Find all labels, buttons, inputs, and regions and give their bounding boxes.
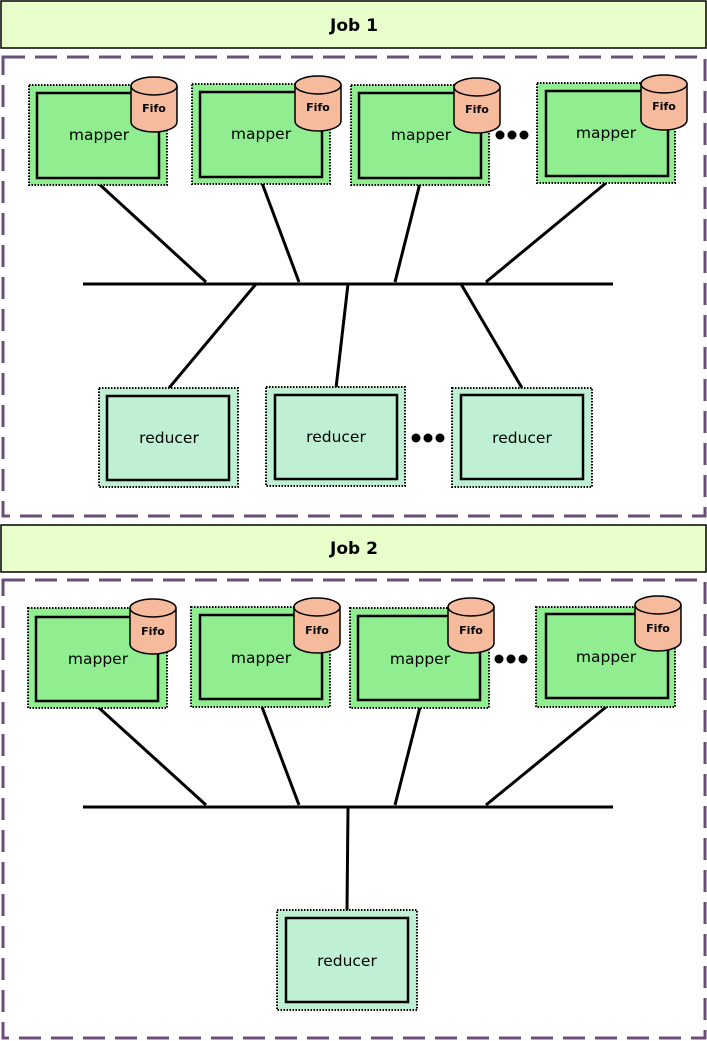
mapper-label: mapper (231, 125, 292, 143)
connector-line (485, 705, 607, 807)
mapper-label: mapper (231, 649, 292, 667)
fifo-icon: Fifo (453, 77, 501, 134)
mapper-label: mapper (390, 650, 451, 668)
job-2-container (1, 578, 707, 1040)
fifo-icon: Fifo (130, 76, 178, 133)
fifo-label: Fifo (305, 624, 329, 637)
job-1: Job 1 mapper Fifo ma (0, 0, 707, 518)
reducer-label: reducer (306, 428, 366, 446)
reducer-node: reducer (451, 387, 593, 488)
reducer-box (459, 393, 585, 481)
reducer-node: reducer (265, 386, 406, 487)
reducer-box (105, 394, 231, 482)
fifo-icon: Fifo (447, 597, 495, 654)
fifo-label: Fifo (652, 100, 676, 113)
mapper-node: mapper Fifo (350, 77, 501, 186)
mapper-label: mapper (68, 650, 129, 668)
mapper-label: mapper (391, 126, 452, 144)
ellipsis-icon (495, 130, 529, 140)
connector-line (260, 182, 301, 283)
connector-line (393, 706, 422, 806)
reducer-label: reducer (139, 429, 199, 447)
connector-line (485, 181, 607, 284)
mapper-label: mapper (576, 124, 637, 142)
fifo-icon: Fifo (293, 597, 341, 654)
connector-line (96, 705, 208, 807)
fifo-label: Fifo (142, 102, 166, 115)
mapper-label: mapper (576, 648, 637, 666)
fifo-icon: Fifo (640, 74, 688, 131)
connector-line (260, 706, 301, 806)
connector-line (459, 283, 524, 389)
connector-line (96, 181, 208, 284)
connector-line (167, 283, 258, 389)
fifo-label: Fifo (306, 101, 330, 114)
fifo-label: Fifo (465, 103, 489, 116)
job-1-container (1, 55, 707, 518)
job-2: Job 2 mapper Fifo mapper (0, 524, 707, 1040)
fifo-label: Fifo (459, 624, 483, 637)
fifo-label: Fifo (646, 622, 670, 635)
job-2-connections (83, 705, 613, 912)
mapper-node: mapper Fifo (535, 595, 682, 708)
connector-line (393, 182, 422, 283)
connector-line (334, 283, 350, 389)
mapper-label: mapper (69, 126, 130, 144)
job-1-connections (83, 181, 613, 389)
job-1-header (0, 0, 707, 49)
fifo-icon: Fifo (129, 598, 177, 655)
mapper-node: mapper Fifo (536, 74, 688, 184)
fifo-label: Fifo (141, 625, 165, 638)
mapper-node: mapper Fifo (349, 597, 495, 709)
reducer-label: reducer (492, 429, 552, 447)
fifo-icon: Fifo (294, 75, 342, 132)
ellipsis-icon (411, 433, 445, 443)
reducer-label: reducer (317, 952, 377, 970)
reducer-box (273, 393, 399, 481)
mapper-node: mapper Fifo (27, 598, 177, 709)
reducer-node: reducer (98, 387, 239, 488)
ellipsis-icon (494, 654, 528, 664)
job-1-title: Job 1 (329, 16, 378, 36)
fifo-icon: Fifo (634, 595, 682, 652)
connector-line (345, 806, 350, 912)
mapper-node: mapper Fifo (191, 75, 342, 185)
reducer-node: reducer (276, 909, 418, 1011)
job-2-header (0, 524, 707, 573)
mapper-node: mapper Fifo (28, 76, 178, 186)
mapper-node: mapper Fifo (190, 597, 341, 708)
reducer-box (284, 916, 410, 1004)
job-2-title: Job 2 (329, 539, 378, 559)
